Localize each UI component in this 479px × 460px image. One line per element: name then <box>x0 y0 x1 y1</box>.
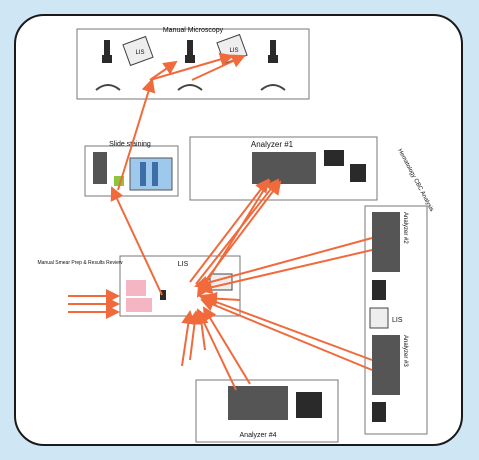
slide-staining-panel: Slide staining <box>84 141 179 197</box>
lis-terminal-icon: LIS <box>122 35 154 67</box>
analyzer-3-title: Analyzer #3 <box>402 335 408 367</box>
stainer-machine-icon <box>93 152 107 184</box>
monitor-icon <box>296 392 322 418</box>
analyzer-1-title: Analyzer #1 <box>251 140 294 149</box>
lis-micro-label-2: LIS <box>229 48 238 54</box>
analyzer-4-title: Analyzer #4 <box>240 432 277 439</box>
analyzer-4-panel: Analyzer #4 <box>195 379 339 443</box>
manual-smear-label: Manual Smear Prep & Results Review <box>37 260 122 266</box>
analyzer-2-3-panel: Analyzer #2 LIS Analyzer #3 <box>364 205 428 435</box>
analyzer-2-machine-icon <box>372 212 400 272</box>
analyzer-1-machine-icon <box>252 152 316 184</box>
analyzer-2-title: Analyzer #2 <box>402 212 408 244</box>
printer-icon <box>372 280 386 300</box>
manual-microscopy-panel: Manual Microscopy LIS LIS <box>76 27 310 100</box>
hematology-cbc-label: Hematology CBC Analysis <box>396 148 434 213</box>
smear-prep-icon <box>126 280 146 296</box>
analyzer-3-machine-icon <box>372 335 400 395</box>
lis-terminal-icon <box>369 307 389 329</box>
microscope-icon <box>160 290 166 300</box>
lis-center-label: LIS <box>178 261 189 268</box>
analyzer-1-panel: Analyzer #1 <box>189 136 378 201</box>
workflow-arrows <box>68 52 373 391</box>
monitor-icon <box>324 150 344 166</box>
slide-staining-title: Slide staining <box>109 141 151 148</box>
microscope-icon <box>260 40 286 91</box>
lis-micro-label-1: LIS <box>135 50 144 56</box>
stain-tray-icon <box>114 176 124 186</box>
manual-microscopy-title: Manual Microscopy <box>163 27 224 34</box>
microscope-icon <box>177 40 203 91</box>
computer-tower-icon <box>350 164 366 182</box>
results-review-icon <box>126 298 152 312</box>
analyzer-4-machine-icon <box>228 386 288 420</box>
staining-rack-icon <box>129 157 173 191</box>
central-hub-panel: LIS <box>119 255 241 317</box>
lis-right-label: LIS <box>392 317 403 324</box>
printer-icon <box>372 402 386 422</box>
microscope-icon <box>95 40 121 91</box>
